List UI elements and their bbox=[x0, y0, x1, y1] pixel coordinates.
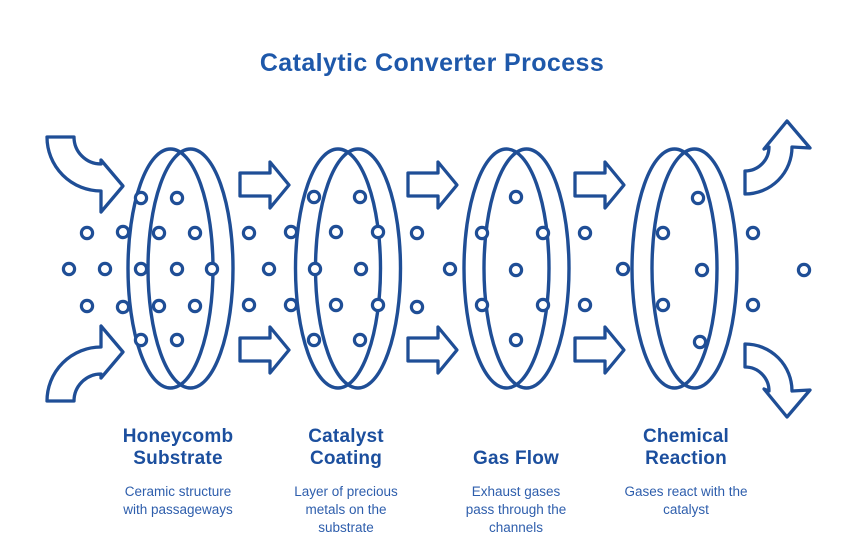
gas-particle-dot bbox=[115, 299, 131, 315]
gas-particle-dot bbox=[409, 299, 425, 315]
gas-particle-dot bbox=[115, 224, 131, 240]
gas-particle-dot bbox=[535, 225, 551, 241]
gas-particle-dot bbox=[133, 261, 149, 277]
stage-name: Gas Flow bbox=[472, 448, 560, 469]
stage-description: Ceramic structure with passageways bbox=[123, 484, 233, 517]
outlet-arrow-top-icon bbox=[743, 119, 812, 196]
flow-arrows bbox=[238, 160, 626, 375]
gas-particle-dot bbox=[306, 332, 322, 348]
gas-particle-dot bbox=[655, 225, 671, 241]
gas-flow-shape bbox=[462, 147, 571, 390]
gas-particle-dot bbox=[187, 225, 203, 241]
stage-label-catalyst-coating: Catalyst Coating Layer of precious metal… bbox=[271, 426, 421, 537]
stage-description: Layer of precious metals on the substrat… bbox=[294, 484, 398, 535]
gas-particle-dot bbox=[79, 225, 95, 241]
gas-particle-dot bbox=[655, 297, 671, 313]
gas-particle-dot bbox=[694, 262, 710, 278]
inlet-arrow-bottom-icon bbox=[45, 324, 125, 403]
gas-particle-dot bbox=[169, 332, 185, 348]
gas-particle-dot bbox=[508, 332, 524, 348]
stage-name: Chemical Reaction bbox=[642, 426, 730, 469]
gas-particle-dot bbox=[508, 189, 524, 205]
gas-particle-dot bbox=[352, 189, 368, 205]
gas-particle-dot bbox=[474, 297, 490, 313]
gas-particle-dot bbox=[133, 332, 149, 348]
gas-particle-dot bbox=[370, 224, 386, 240]
flow-arrow-icon bbox=[406, 325, 459, 375]
gas-particle-dot bbox=[328, 224, 344, 240]
gas-particle-dot bbox=[97, 261, 113, 277]
gas-particle-dot bbox=[61, 261, 77, 277]
gas-particle-dot bbox=[353, 261, 369, 277]
gas-particle-dot bbox=[745, 297, 761, 313]
stage-label-honeycomb-substrate: Honeycomb Substrate Ceramic structure wi… bbox=[103, 426, 253, 519]
stage-description: Gases react with the catalyst bbox=[624, 484, 748, 517]
flow-arrow-icon bbox=[238, 160, 291, 210]
gas-particle-dot bbox=[79, 298, 95, 314]
page-title: Catalytic Converter Process bbox=[259, 49, 605, 77]
gas-particle-dot bbox=[442, 261, 458, 277]
gas-particle-dot bbox=[169, 190, 185, 206]
flow-arrow-icon bbox=[238, 325, 291, 375]
gas-particle-dot bbox=[133, 190, 149, 206]
flow-arrow-icon bbox=[406, 160, 459, 210]
gas-particle-dot bbox=[283, 297, 299, 313]
flow-arrow-icon bbox=[573, 325, 626, 375]
gas-particle-dot bbox=[261, 261, 277, 277]
gas-particle-dot bbox=[690, 190, 706, 206]
gas-particle-dot bbox=[692, 334, 708, 350]
stage-label-gas-flow: Gas Flow Exhaust gases pass through the … bbox=[441, 426, 591, 537]
gas-particle-dot bbox=[474, 225, 490, 241]
gas-particle-dot bbox=[745, 225, 761, 241]
gas-particle-dot bbox=[577, 297, 593, 313]
gas-particle-dot bbox=[508, 262, 524, 278]
gas-particle-dot bbox=[535, 297, 551, 313]
gas-particle-dot bbox=[187, 298, 203, 314]
gas-particle-dot bbox=[169, 261, 185, 277]
gas-particle-dot bbox=[306, 189, 322, 205]
gas-particle-dot bbox=[370, 297, 386, 313]
gas-particle-dot bbox=[577, 225, 593, 241]
gas-particle-dot bbox=[283, 224, 299, 240]
gas-particle-dot bbox=[615, 261, 631, 277]
gas-particle-dot bbox=[241, 297, 257, 313]
inlet-arrow-top-icon bbox=[45, 135, 125, 214]
gas-particles bbox=[61, 189, 812, 350]
chemical-reaction-shape bbox=[630, 147, 739, 390]
gas-particle-dot bbox=[204, 261, 220, 277]
gas-particle-dot bbox=[151, 225, 167, 241]
gas-particle-dot bbox=[241, 225, 257, 241]
stage-description: Exhaust gases pass through the channels bbox=[465, 484, 567, 535]
gas-particle-dot bbox=[409, 225, 425, 241]
stage-name: Honeycomb Substrate bbox=[122, 426, 234, 469]
gas-particle-dot bbox=[328, 297, 344, 313]
gas-particle-dot bbox=[151, 298, 167, 314]
stage-name: Catalyst Coating bbox=[308, 426, 384, 469]
outlet-arrow-bottom-icon bbox=[743, 342, 812, 419]
gas-particle-dot bbox=[307, 261, 323, 277]
gas-particle-dot bbox=[352, 332, 368, 348]
flow-arrow-icon bbox=[573, 160, 626, 210]
gas-particle-dot bbox=[796, 262, 812, 278]
stage-label-chemical-reaction: Chemical Reaction Gases react with the c… bbox=[611, 426, 761, 519]
